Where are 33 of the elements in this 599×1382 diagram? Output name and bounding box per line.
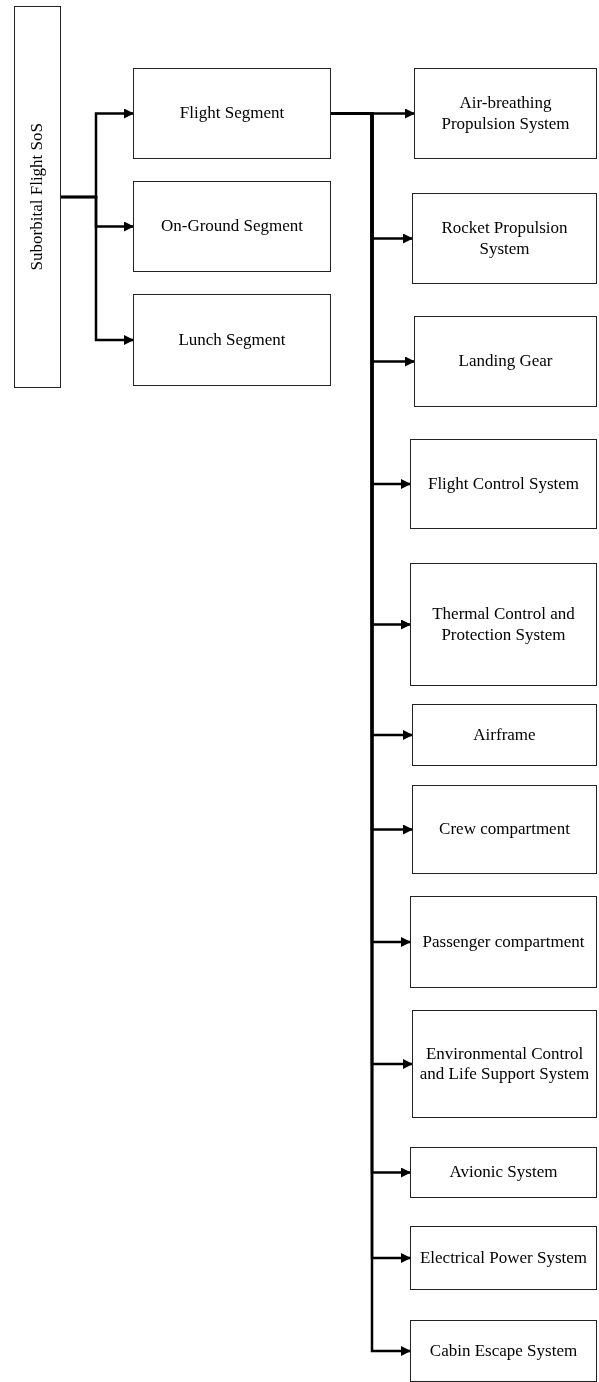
- box-label: Electrical Power System: [419, 1247, 588, 1269]
- box-label: Flight Segment: [179, 103, 285, 124]
- process-box: [410, 896, 597, 988]
- box-label: Thermal Control and Protection System: [431, 604, 576, 645]
- box-label: Landing Gear: [458, 351, 553, 372]
- process-box: [14, 6, 61, 388]
- process-box: [410, 1320, 597, 1382]
- box-label: Avionic System: [449, 1162, 558, 1183]
- process-box: [412, 193, 597, 284]
- box-label: Rocket Propulsion System: [440, 218, 569, 259]
- process-box: [412, 785, 597, 874]
- process-box: [414, 316, 597, 407]
- box-label: Lunch Segment: [178, 329, 286, 351]
- arrow: [61, 195, 134, 345]
- process-box: [410, 563, 597, 686]
- box-label: Flight Control System: [427, 473, 580, 495]
- process-box: [133, 181, 331, 272]
- box-label: Air-breathing Propulsion System: [440, 93, 571, 134]
- process-box: [410, 1226, 597, 1290]
- box-label: Airframe: [473, 724, 536, 746]
- process-box: [133, 68, 331, 159]
- process-box: [414, 68, 597, 159]
- box-label: Crew compartment: [439, 819, 570, 840]
- process-box: [410, 439, 597, 529]
- process-box: [410, 1147, 597, 1198]
- box-label: Passenger compartment: [422, 931, 585, 953]
- box-label: Environmental Control and Life Support System: [419, 1043, 590, 1085]
- process-box: [412, 704, 597, 766]
- box-label: On-Ground Segment: [160, 216, 304, 237]
- box-label: Cabin Escape System: [429, 1340, 578, 1362]
- box-label: Suborbital Flight SoS: [27, 123, 48, 271]
- process-box: [412, 1010, 597, 1118]
- process-box: [133, 294, 331, 386]
